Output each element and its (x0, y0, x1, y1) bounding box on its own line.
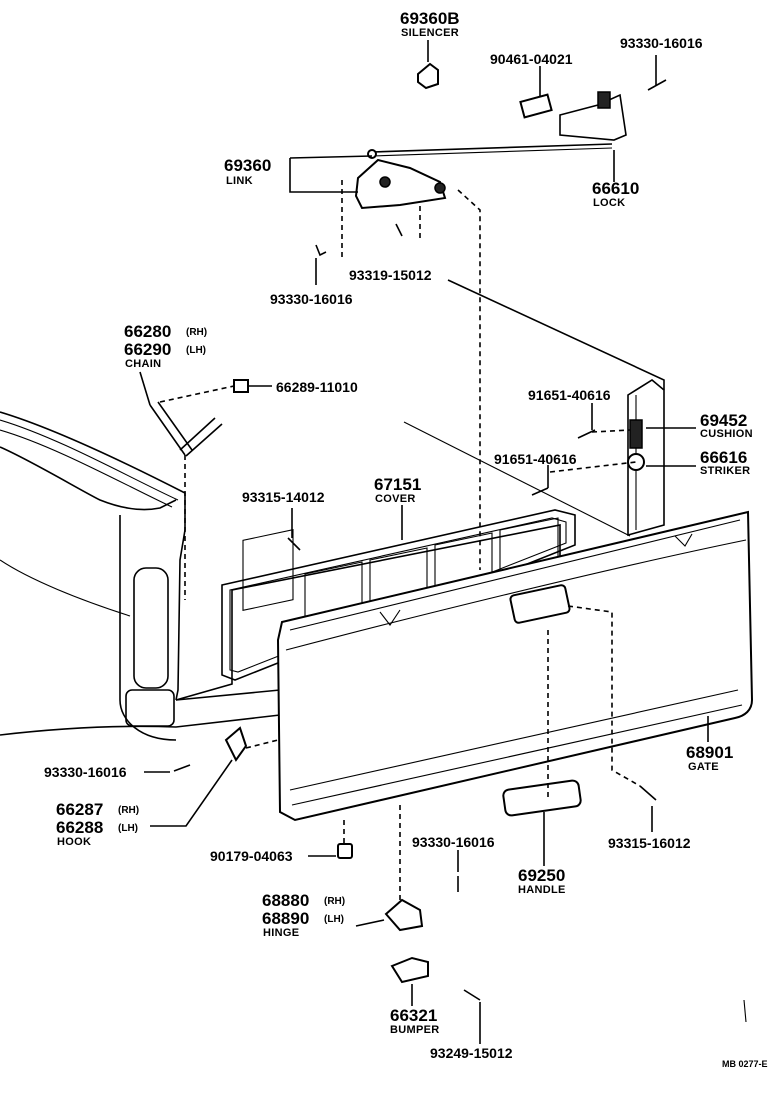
label-69452-name: CUSHION (700, 428, 753, 440)
label-66289-number: 66289-11010 (276, 379, 358, 395)
label-66288-number: 66288 (56, 818, 104, 837)
label-66287-number: 66287 (56, 800, 104, 819)
gate-panel (276, 510, 754, 822)
label-66610-name: LOCK (593, 197, 626, 209)
label-69452-number: 69452 (700, 411, 748, 430)
label-66290-side: (LH) (186, 345, 206, 356)
label-68901-name: GATE (688, 761, 719, 773)
label-66616-number: 66616 (700, 448, 748, 467)
label-67151-name: COVER (375, 493, 416, 505)
label-93315-top-number: 93315-14012 (242, 489, 325, 505)
label-69360-number: 69360 (224, 156, 272, 175)
label-69360-name: LINK (226, 175, 253, 187)
leader-lines (139, 40, 747, 1044)
label-68880-number: 68880 (262, 891, 310, 910)
label-69250-number: 69250 (518, 866, 566, 885)
label-91651-b-number: 91651-40616 (494, 451, 577, 467)
label-66610-number: 66610 (592, 179, 640, 198)
label-68901-number: 68901 (686, 743, 734, 762)
label-90179-number: 90179-04063 (210, 848, 293, 864)
label-93249-number: 93249-15012 (430, 1045, 513, 1061)
label-93315-bottom-number: 93315-16012 (608, 835, 691, 851)
label-67151-number: 67151 (374, 475, 422, 494)
label-69250-name: HANDLE (518, 884, 566, 896)
label-68890-number: 68890 (262, 909, 310, 928)
label-69360b-name: SILENCER (401, 27, 460, 39)
link-rod-assembly (354, 62, 667, 210)
label-66290-name: CHAIN (125, 358, 162, 370)
label-69360b-number: 69360B (400, 9, 460, 28)
label-93330-bottom-number: 93330-16016 (412, 834, 495, 850)
label-93319-number: 93319-15012 (349, 267, 432, 283)
figure-code: MB 0277-E (722, 1059, 768, 1069)
label-68880-side: (RH) (324, 896, 346, 907)
label-66280-side: (RH) (186, 327, 208, 338)
label-66280-number: 66280 (124, 322, 172, 341)
pillar (627, 379, 665, 537)
label-93330-mid-number: 93330-16016 (270, 291, 353, 307)
label-93330-top-number: 93330-16016 (620, 35, 703, 51)
label-66287-side: (RH) (118, 805, 140, 816)
label-68890-side: (LH) (324, 914, 344, 925)
label-90461-number: 90461-04021 (490, 51, 573, 67)
label-66321-name: BUMPER (390, 1024, 440, 1036)
label-66321-number: 66321 (390, 1006, 438, 1025)
label-66288-side: (LH) (118, 823, 138, 834)
label-66288-name: HOOK (57, 836, 92, 848)
label-91651-a-number: 91651-40616 (528, 387, 611, 403)
label-66616-name: STRIKER (700, 465, 751, 477)
alignment-lines (159, 180, 641, 902)
small-parts (149, 223, 657, 1001)
label-68890-name: HINGE (263, 927, 300, 939)
label-93330-left-number: 93330-16016 (44, 764, 127, 780)
label-66290-number: 66290 (124, 340, 172, 359)
